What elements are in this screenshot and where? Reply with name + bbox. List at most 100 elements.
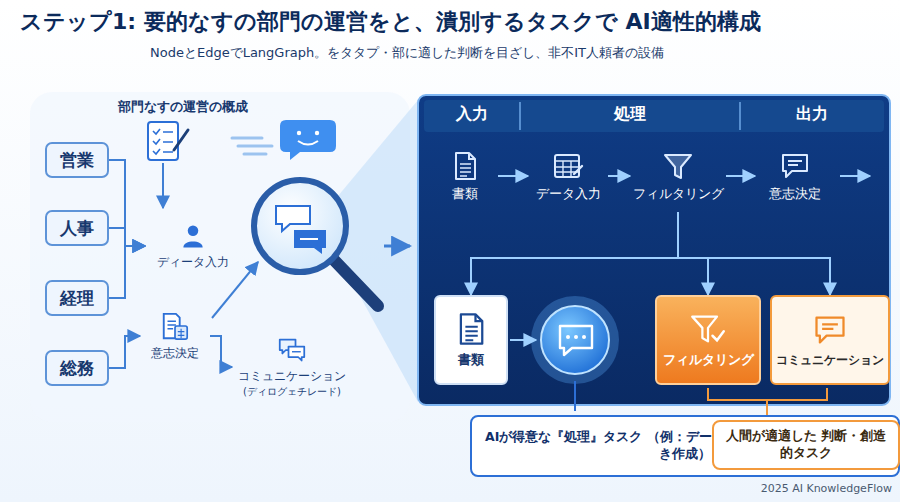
flow-connector — [498, 175, 528, 177]
ai-chat-orb — [510, 296, 619, 384]
department-box: 営業 — [45, 142, 109, 178]
task-icon-glyph — [453, 311, 489, 347]
task-icon-glyph — [690, 311, 726, 347]
task-icon-glyph — [812, 312, 848, 348]
task-icon-glyph — [183, 225, 202, 247]
task-icon-glyph — [817, 317, 844, 342]
node-text: 意志決定 — [151, 345, 199, 362]
node-text: フィルタリング — [633, 186, 724, 203]
flow-connector — [678, 212, 708, 295]
magnifier — [300, 238, 318, 240]
magnifier — [254, 180, 378, 306]
checklist-icon — [163, 132, 173, 152]
checklist-icon — [153, 129, 160, 154]
task-icon: 意志決定 — [140, 305, 210, 367]
light-beam — [338, 100, 418, 402]
human-callout: 人間が適適した 判断・創造的タスク — [712, 420, 900, 470]
task-icon-glyph — [665, 155, 691, 178]
speech-dashes — [232, 138, 272, 154]
node-text: 営業 — [60, 149, 94, 172]
node-text: 経理 — [60, 287, 94, 310]
process-panel — [418, 95, 890, 405]
speech-dashes — [232, 138, 272, 154]
magnifier — [276, 206, 310, 231]
magnifier — [254, 180, 346, 272]
task-icon-glyph — [555, 155, 582, 177]
node-text: 人事 — [60, 217, 94, 240]
smile-bubble — [280, 120, 336, 160]
node-text: データ入力 — [536, 186, 601, 203]
smile-bubble — [297, 131, 301, 135]
node-text: 人間が適適した 判断・創造的タスク — [722, 428, 890, 462]
checklist-icon — [148, 122, 188, 160]
flow-connector — [210, 336, 232, 367]
task-icon-glyph — [552, 150, 584, 182]
big-arrow — [384, 245, 410, 248]
node-text: ディータ入力 — [157, 254, 229, 271]
big-arrow — [384, 246, 410, 247]
ai-chat-orb — [510, 339, 536, 341]
task-icon-glyph — [160, 311, 190, 341]
flow-arrow — [163, 163, 258, 318]
node-text: 書類 — [458, 351, 484, 369]
column-header: 処理 — [520, 104, 740, 125]
flow-connector — [678, 212, 830, 295]
light-beam — [338, 100, 418, 402]
task-icon-glyph — [461, 314, 482, 343]
checklist-icon — [174, 130, 188, 150]
process-panel — [520, 102, 740, 130]
checklist-icon — [148, 122, 178, 160]
node-text: コミュニケーション — [238, 368, 346, 385]
flow-connector — [109, 228, 145, 246]
smile-bubble — [298, 141, 318, 145]
process-step: データ入力 — [528, 140, 608, 212]
department-box: 総務 — [45, 350, 109, 386]
ai-chat-orb — [566, 335, 570, 339]
node-text: 意志決定 — [769, 186, 821, 203]
flow-arrow — [162, 163, 164, 208]
flow-arrow — [212, 262, 258, 318]
flow-connector — [109, 336, 140, 368]
node-text: (ディログェチレード) — [243, 385, 341, 399]
task-icon-glyph — [779, 150, 811, 182]
magnifier — [334, 260, 378, 306]
column-header: 出力 — [740, 104, 884, 125]
task-icon-glyph — [164, 313, 187, 338]
node-text: フィルタリング — [663, 351, 754, 369]
task-icon-glyph — [278, 336, 306, 364]
task-icon-glyph — [179, 222, 207, 250]
task-icon-glyph — [783, 155, 807, 177]
column-header: 入力 — [424, 104, 520, 125]
callout-bracket — [574, 381, 576, 411]
process-step: フィルタリング — [630, 140, 726, 212]
flow-connector — [726, 175, 755, 177]
input-step: 書類 — [432, 140, 498, 212]
node-text: コミュニケーション — [776, 352, 884, 369]
task-icon-glyph — [449, 150, 481, 182]
document-box: 書類 — [434, 295, 508, 385]
process-panel — [424, 100, 884, 132]
task-icon-glyph — [456, 153, 475, 179]
process-panel — [840, 175, 870, 177]
flow-connector — [109, 160, 145, 246]
callout-bracket — [575, 381, 827, 417]
callout-bracket — [708, 388, 827, 417]
magnifier — [294, 230, 326, 254]
flow-connector — [109, 246, 145, 298]
subtitle: NodeとEdgeでLangGraph。をタタプ・部に適した判断を目ざし、非不I… — [150, 44, 890, 62]
diagram-title: ステップ1: 要的なすの部門の運営をと、潰別するタスクで AI適性的構成 — [20, 8, 880, 37]
process-panel — [418, 95, 890, 405]
node-text: 総務 — [60, 357, 94, 380]
task-icon: コミュニケーション(ディログェチレード) — [232, 332, 352, 402]
ai-chat-orb — [582, 335, 586, 339]
human-task-box: フィルタリング — [655, 295, 761, 385]
ai-chat-orb — [541, 306, 609, 374]
task-icon-glyph — [692, 317, 724, 342]
flow-connector — [608, 175, 630, 177]
section-heading: 部門なすの運営の概成 — [118, 98, 248, 116]
task-icon-glyph — [662, 150, 694, 182]
human-task-box: コミュニケーション — [770, 295, 890, 385]
node-text: 書類 — [452, 186, 478, 203]
ai-chat-orb — [574, 335, 578, 339]
